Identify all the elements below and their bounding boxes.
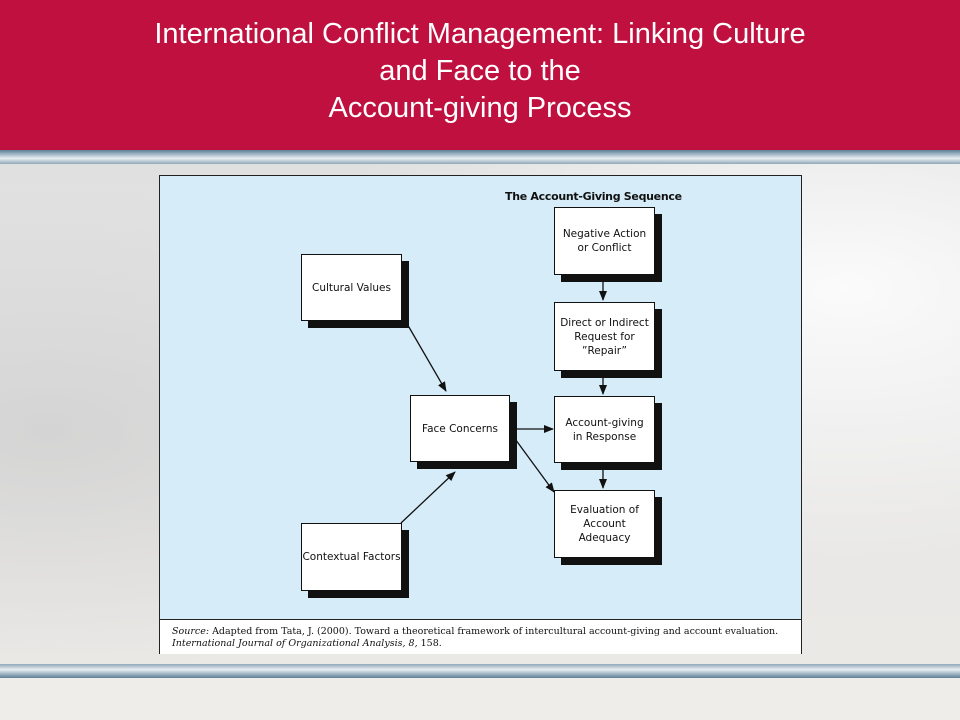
slide-title: International Conflict Management: Linki… bbox=[20, 16, 940, 127]
box-request-repair: Direct or Indirect Request for ”Repair” bbox=[554, 302, 655, 371]
arrow-cultural-to-face bbox=[405, 321, 447, 392]
source-label: Source: bbox=[172, 626, 210, 637]
box-contextual-factors-label: Contextual Factors bbox=[302, 551, 401, 563]
title-line-3: Account-giving Process bbox=[328, 92, 632, 124]
source-text: Source: Adapted from Tata, J. (2000). To… bbox=[172, 626, 792, 650]
arrow-contextual-to-face bbox=[400, 471, 456, 524]
box-face-concerns-label: Face Concerns bbox=[422, 422, 498, 435]
box-account-giving-label: Account-giving in Response bbox=[565, 416, 644, 443]
title-line-1: International Conflict Management: Linki… bbox=[154, 18, 806, 50]
source-caption: Source: Adapted from Tata, J. (2000). To… bbox=[160, 619, 801, 654]
box-negative-action-label: Negative Action or Conflict bbox=[562, 228, 647, 254]
box-cultural-values-label: Cultural Values bbox=[312, 281, 391, 294]
sequence-title: The Account-Giving Sequence bbox=[505, 190, 682, 203]
box-cultural-values: Cultural Values bbox=[301, 254, 402, 321]
decorative-stripe-top bbox=[0, 150, 960, 164]
box-face-concerns: Face Concerns bbox=[410, 395, 510, 462]
box-negative-action: Negative Action or Conflict bbox=[554, 207, 655, 275]
slide-footer bbox=[0, 678, 960, 720]
box-evaluation: Evaluation of Account Adequacy bbox=[554, 490, 655, 558]
box-request-repair-label: Direct or Indirect Request for ”Repair” bbox=[560, 316, 649, 357]
diagram-arrows bbox=[400, 275, 607, 524]
box-account-giving: Account-giving in Response bbox=[554, 396, 655, 463]
title-line-2: and Face to the bbox=[379, 55, 581, 87]
slide-header: International Conflict Management: Linki… bbox=[0, 0, 960, 150]
arrow-face-to-evaluation bbox=[509, 431, 555, 493]
diagram-figure: The Account-Giving Sequence Cultural Val… bbox=[159, 175, 802, 654]
source-citation: Adapted from Tata, J. (2000). Toward a t… bbox=[212, 626, 779, 637]
source-journal: International Journal of Organizational … bbox=[172, 638, 418, 649]
decorative-stripe-bottom bbox=[0, 664, 960, 678]
box-contextual-factors: Contextual Factors bbox=[301, 523, 402, 591]
source-page: 158. bbox=[420, 638, 442, 649]
box-evaluation-label: Evaluation of Account Adequacy bbox=[570, 504, 639, 544]
